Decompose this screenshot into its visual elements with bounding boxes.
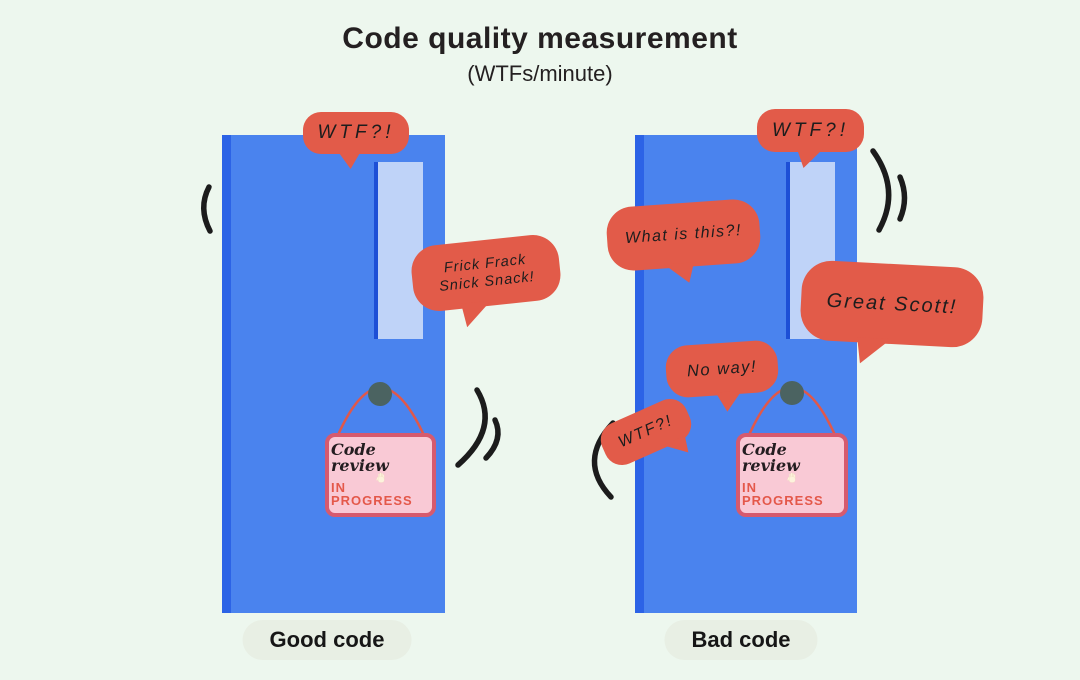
bubble-text: No way!: [686, 357, 758, 381]
raised-hand-icon: [787, 472, 796, 483]
page-subtitle: (WTFs/minute): [467, 61, 613, 86]
sound-arc-icon: [897, 174, 908, 222]
sound-arc-icon: [455, 387, 488, 468]
door-edge: [222, 135, 231, 613]
sound-arc-icon: [201, 184, 213, 234]
bubble-text: Great Scott!: [826, 289, 958, 318]
bubble-text: What is this?!: [624, 221, 743, 248]
door-edge: [635, 135, 644, 613]
speech-bubble-great-scott: Great Scott!: [799, 259, 985, 349]
sound-arc-icon: [870, 148, 892, 233]
speech-bubble-wtf-right-top: WTF?!: [757, 109, 864, 152]
sound-arc-icon: [483, 417, 501, 461]
good-code-door: [222, 135, 445, 613]
sign-status: IN PROGRESS: [331, 480, 413, 508]
sign-title: Code review: [742, 440, 800, 475]
speech-bubble-what-is-this: What is this?!: [604, 197, 763, 273]
sign-status: IN PROGRESS: [742, 480, 824, 508]
bad-code-label: Bad code: [664, 620, 818, 660]
door-knob: [368, 382, 392, 406]
speech-bubble-no-way: No way!: [664, 339, 780, 399]
door-window: [374, 162, 423, 339]
bubble-text: WTF?!: [317, 122, 395, 144]
code-review-sign: Code review IN PROGRESS: [736, 433, 848, 517]
speech-bubble-wtf-left: WTF?!: [303, 112, 409, 154]
sign-title: Code review: [331, 440, 389, 475]
good-code-label: Good code: [242, 620, 412, 660]
page-title: Code quality measurement: [342, 22, 738, 55]
raised-hand-icon: [375, 472, 384, 483]
door-knob: [780, 381, 804, 405]
bubble-text: Frick Frack Snick Snack!: [436, 250, 535, 296]
bubble-text: WTF?!: [772, 119, 849, 141]
code-review-sign: Code review IN PROGRESS: [325, 433, 436, 517]
